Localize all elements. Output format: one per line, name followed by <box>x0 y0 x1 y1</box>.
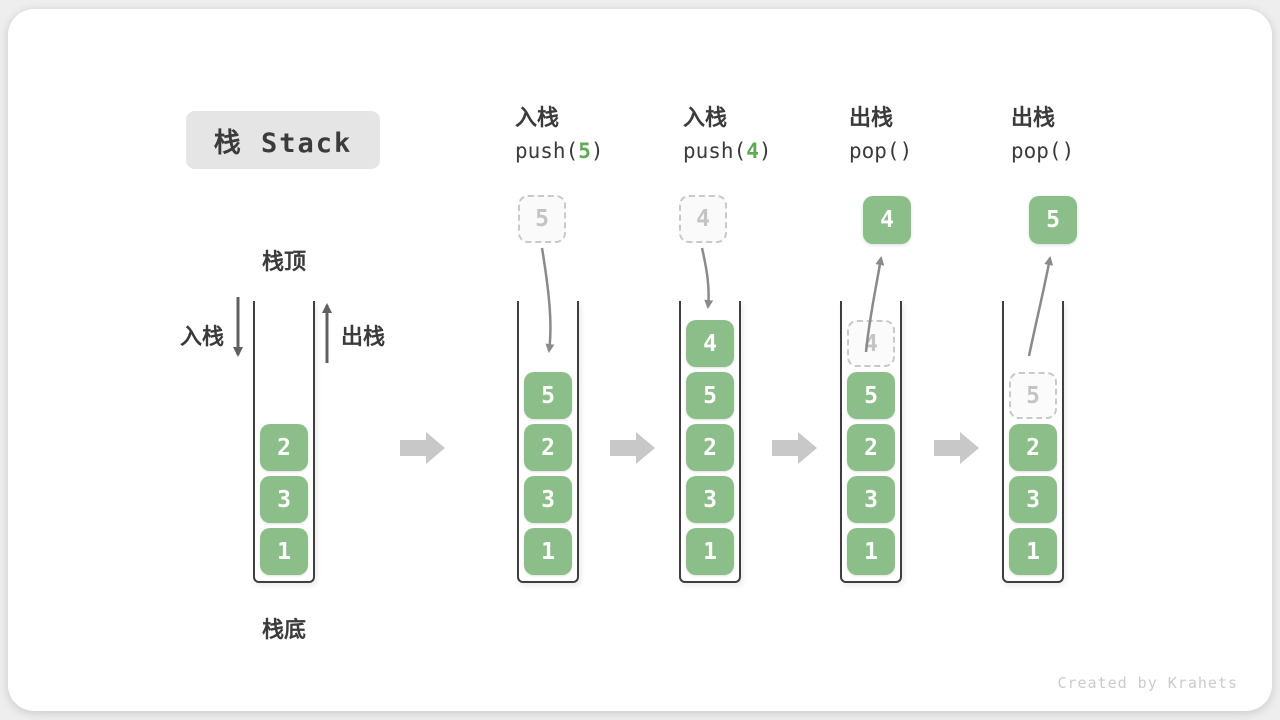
popped-element-5: 5 <box>1029 196 1077 244</box>
op-code: push(4) <box>683 133 853 170</box>
stack-cell: 3 <box>260 476 308 523</box>
code-suffix: ) <box>758 139 772 163</box>
op-code: pop() <box>849 133 1019 170</box>
code-suffix: ) <box>1061 139 1075 163</box>
code-prefix: pop( <box>849 139 900 163</box>
code-prefix: pop( <box>1011 139 1062 163</box>
op-code: push(5) <box>515 133 685 170</box>
stack-cell: 2 <box>524 424 572 471</box>
code-arg: 5 <box>578 139 591 163</box>
stack-cell: 2 <box>686 424 734 471</box>
op-name: 入栈 <box>683 105 728 130</box>
op-code: pop() <box>1011 133 1181 170</box>
stack-cell: 5 <box>686 372 734 419</box>
stack-cell: 4 <box>686 320 734 367</box>
stack-cell: 1 <box>686 528 734 575</box>
pushed-element-5: 5 <box>518 195 566 243</box>
stack-bottom-label: 栈底 <box>261 617 306 642</box>
stack-cell: 2 <box>1009 424 1057 471</box>
stack-cell: 3 <box>524 476 572 523</box>
diagram-title: 栈 Stack <box>186 111 380 169</box>
stack-cell: 2 <box>260 424 308 471</box>
code-prefix: push( <box>683 139 747 163</box>
stack-top-label: 栈顶 <box>261 249 306 274</box>
op-name: 出栈 <box>849 105 894 130</box>
op-name: 出栈 <box>1011 105 1056 130</box>
stack-cell: 1 <box>260 528 308 575</box>
op-label-pop-1: 出栈 pop() <box>849 103 1019 170</box>
stack-cell: 1 <box>524 528 572 575</box>
stack-cell: 3 <box>847 476 895 523</box>
stack-cell: 3 <box>1009 476 1057 523</box>
stack-cell: 5 <box>847 372 895 419</box>
stack-cell-ghost: 5 <box>1009 372 1057 419</box>
pop-side-label: 出栈 <box>341 324 386 349</box>
op-label-push-5: 入栈 push(5) <box>515 103 685 170</box>
code-prefix: push( <box>515 139 579 163</box>
stack-cell: 2 <box>847 424 895 471</box>
stack-cell: 1 <box>1009 528 1057 575</box>
push-side-label: 入栈 <box>179 324 224 349</box>
stack-cell: 1 <box>847 528 895 575</box>
stack-cell: 5 <box>524 372 572 419</box>
popped-element-4: 4 <box>863 196 911 244</box>
stack-cell-ghost: 4 <box>847 320 895 367</box>
op-label-pop-2: 出栈 pop() <box>1011 103 1181 170</box>
code-suffix: ) <box>899 139 913 163</box>
stack-cell: 3 <box>686 476 734 523</box>
code-suffix: ) <box>590 139 604 163</box>
code-arg: 4 <box>746 139 759 163</box>
op-name: 入栈 <box>515 105 560 130</box>
watermark: Created by Krahets <box>1057 674 1238 692</box>
pushed-element-4: 4 <box>679 195 727 243</box>
op-label-push-4: 入栈 push(4) <box>683 103 853 170</box>
